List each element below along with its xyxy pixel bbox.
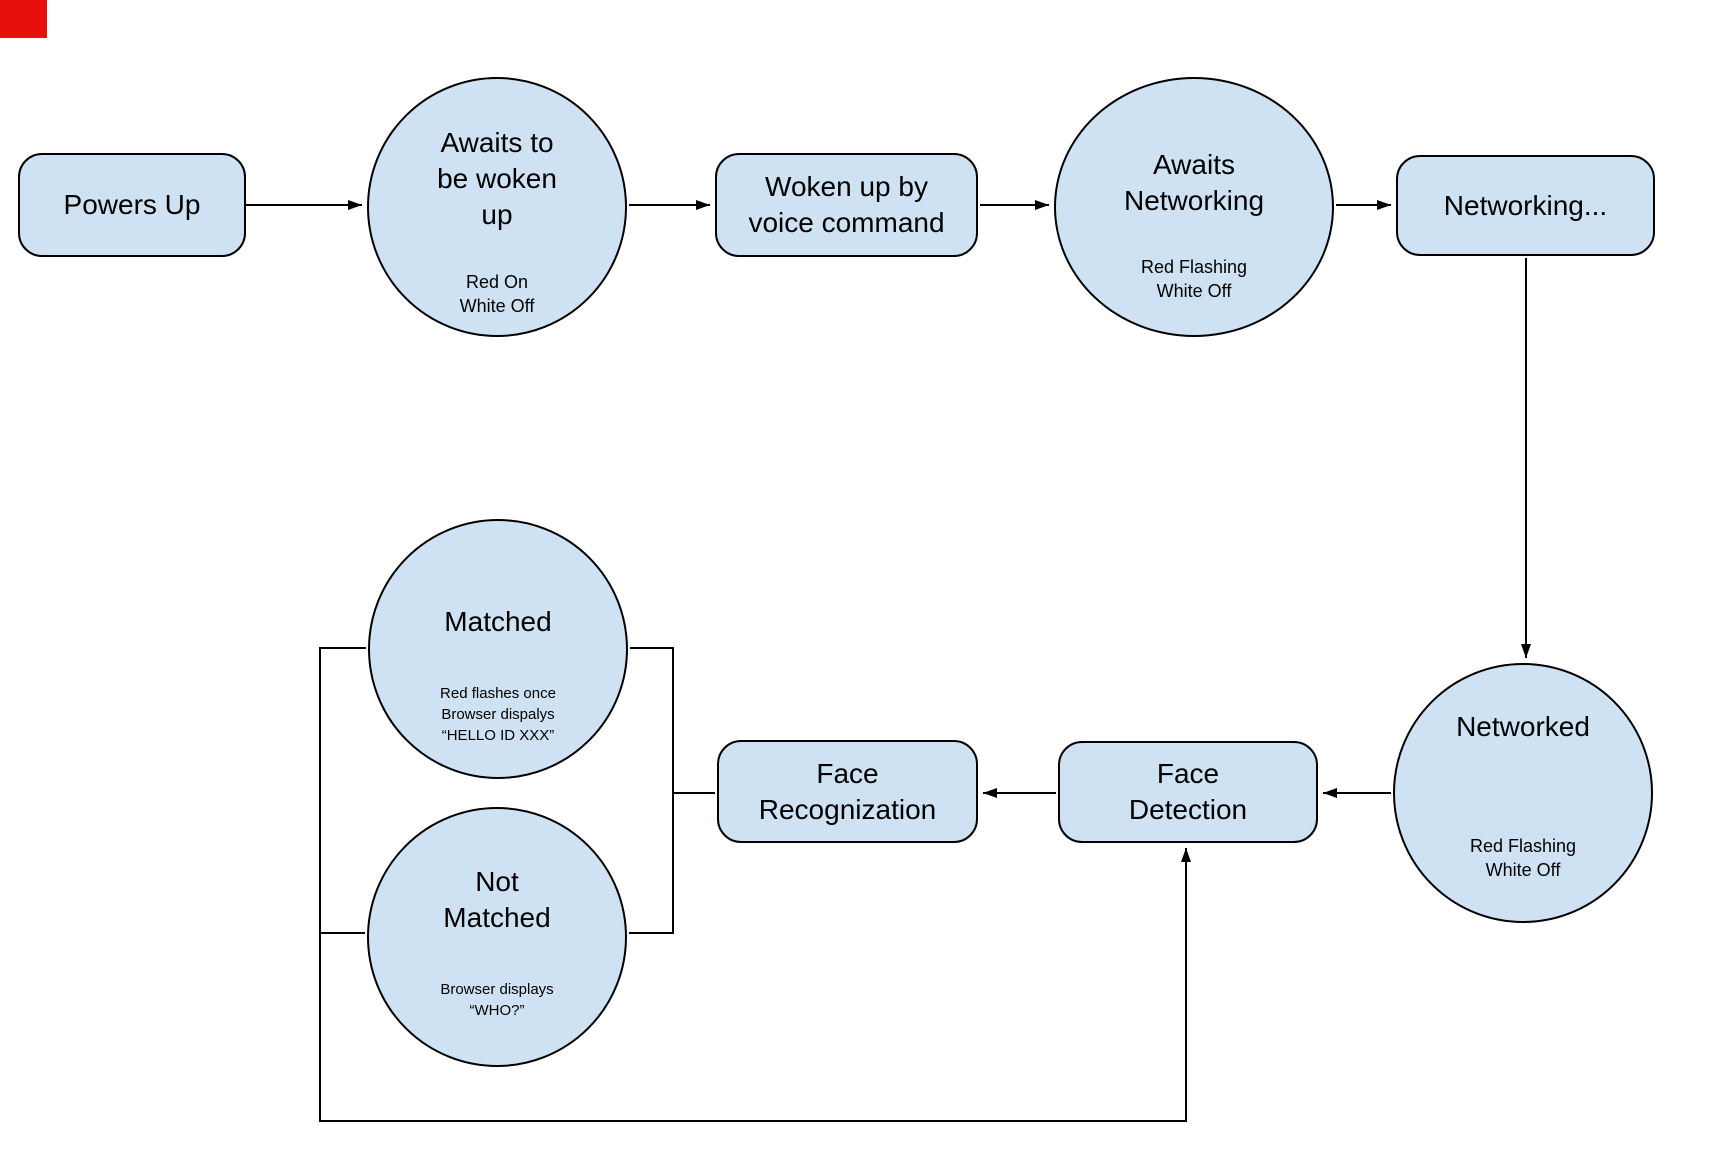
- node-awaits-networking: Awaits Networking Red Flashing White Off: [1054, 77, 1334, 337]
- match-result-text: Red flashes once Browser dispalys “HELLO…: [440, 685, 556, 744]
- match-result-text: Browser displays “WHO?”: [440, 981, 554, 1019]
- node-matched: Matched Red flashes once Browser dispaly…: [368, 519, 628, 779]
- node-powers-up: Powers Up: [18, 153, 246, 257]
- node-awaits-to-be-woken-up: Awaits to be woken up Red On White Off: [367, 77, 627, 337]
- node-networked: Networked Red Flashing White Off: [1393, 663, 1653, 923]
- led-status-text: Red On White Off: [459, 272, 535, 316]
- led-status-text: Red Flashing White Off: [1140, 257, 1248, 301]
- node-title: Not Matched: [443, 866, 551, 933]
- node-face-recognization: Face Recognization: [717, 740, 978, 843]
- node-networking: Networking...: [1396, 155, 1655, 256]
- node-title: Networked: [1456, 711, 1590, 742]
- node-title: Awaits to be woken up: [437, 127, 557, 230]
- red-corner-marker: [0, 0, 47, 38]
- node-woken-up-by-voice-command: Woken up by voice command: [715, 153, 978, 257]
- led-status-text: Red Flashing White Off: [1469, 836, 1577, 880]
- node-title: Matched: [444, 606, 552, 637]
- node-title: Awaits Networking: [1123, 149, 1265, 216]
- node-not-matched: Not Matched Browser displays “WHO?”: [367, 807, 627, 1067]
- node-face-detection: Face Detection: [1058, 741, 1318, 843]
